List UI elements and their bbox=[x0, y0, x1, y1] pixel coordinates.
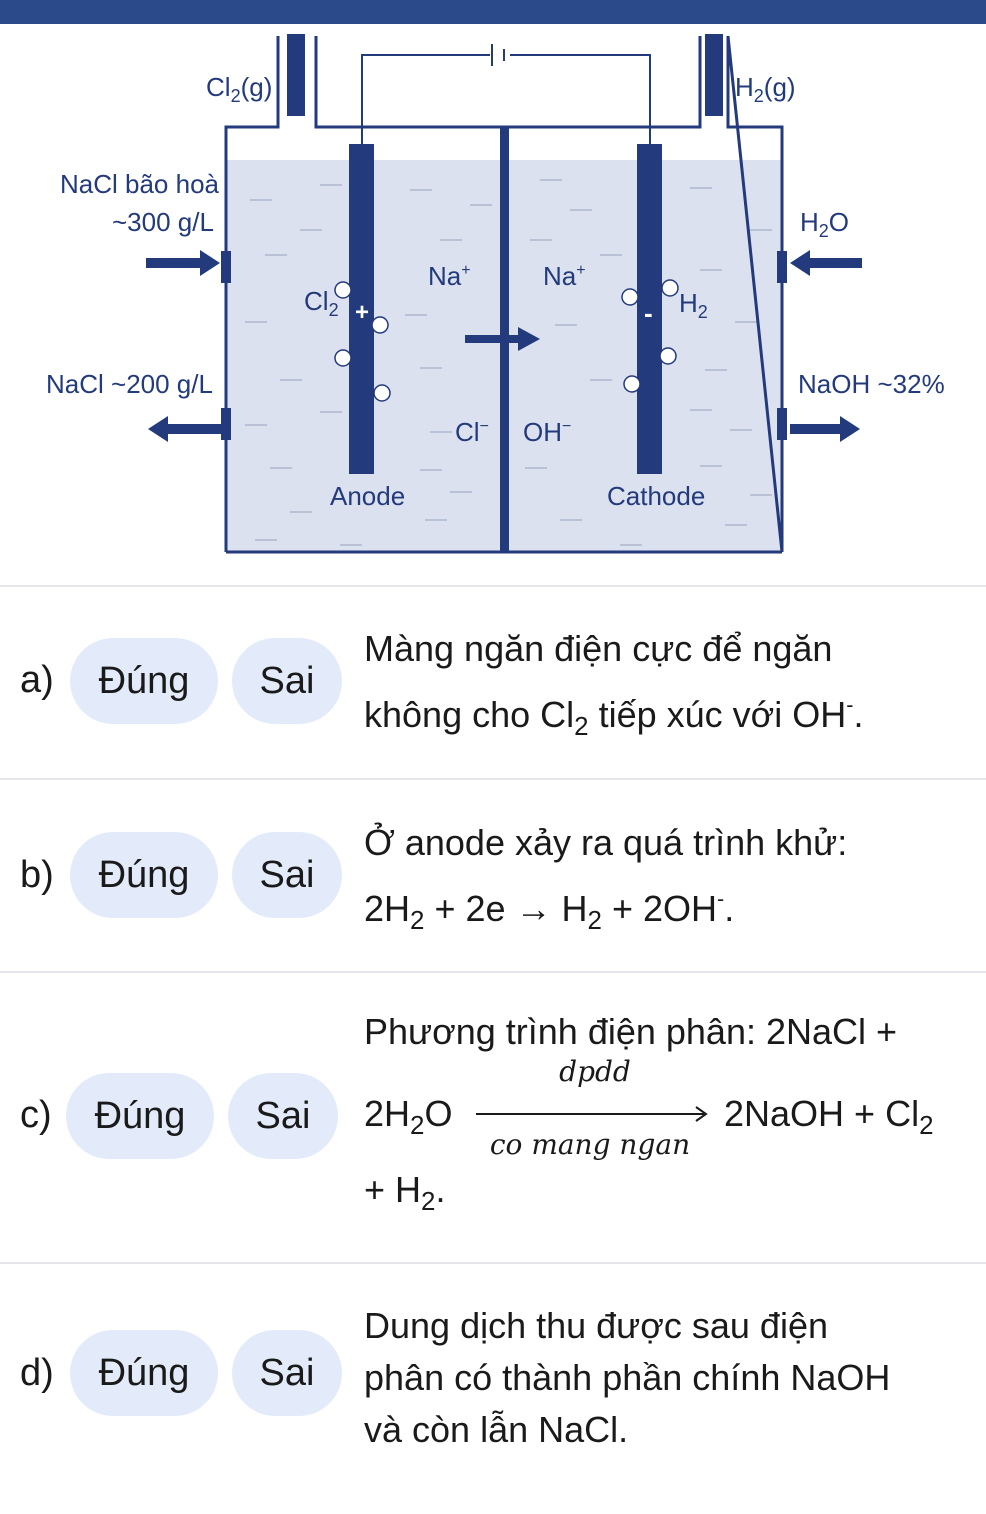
naoh-out-arrow bbox=[790, 416, 860, 442]
equation-line-3: + H2. bbox=[364, 1169, 446, 1216]
nacl-in-label-1: NaCl bão hoà bbox=[60, 169, 220, 199]
statement-line-1: Phương trình điện phân: 2NaCl + bbox=[364, 1011, 898, 1052]
cl-ion: Cl− bbox=[455, 417, 489, 447]
cl2-bubble-label: Cl2 bbox=[304, 286, 339, 320]
arrow-bottom-label: co mang ngan bbox=[490, 1128, 690, 1161]
divider bbox=[0, 971, 986, 973]
anode-label: Anode bbox=[330, 481, 405, 511]
cathode-minus-sign: - bbox=[644, 298, 653, 328]
port-left-top bbox=[221, 251, 231, 283]
anode-plus-sign: + bbox=[355, 299, 369, 326]
cl2-outlet bbox=[287, 34, 305, 116]
h2o-in-arrow bbox=[790, 250, 862, 276]
nacl-out-arrow bbox=[148, 416, 222, 442]
question-d: d) Đúng Sai Dung dịch thu được sau điện … bbox=[0, 1264, 986, 1514]
oh-ion: OH− bbox=[523, 417, 571, 447]
h2-gas-label: H2(g) bbox=[735, 72, 796, 106]
statement-text: Màng ngăn điện cực để ngăn không cho Cl2… bbox=[364, 628, 864, 741]
anode-electrode bbox=[349, 144, 374, 474]
equation-product: 2NaOH + Cl2 bbox=[724, 1093, 934, 1140]
electrolysis-cell-diagram: Cl2(g) H2(g) NaCl bão hoà ~300 g/L NaCl … bbox=[46, 34, 945, 554]
port-right-top bbox=[777, 251, 787, 283]
port-right-bottom bbox=[777, 408, 787, 440]
question-letter: d) bbox=[20, 1352, 54, 1394]
gas-bubbles bbox=[334, 279, 679, 402]
top-bar bbox=[0, 0, 986, 24]
question-a: a) Đúng Sai Màng ngăn điện cực để ngăn k… bbox=[0, 587, 986, 778]
h2-outlet bbox=[705, 34, 723, 116]
question-b: b) Đúng Sai Ở anode xảy ra quá trình khử… bbox=[0, 780, 986, 971]
divider bbox=[0, 778, 986, 780]
na-ion-right: Na+ bbox=[543, 261, 586, 291]
question-letter: c) bbox=[20, 1094, 52, 1136]
h2o-in-label: H2O bbox=[800, 207, 849, 241]
nacl-out-label: NaCl ~200 g/L bbox=[46, 369, 213, 399]
question-c: c) Đúng Sai Phương trình điện phân: 2NaC… bbox=[0, 973, 986, 1262]
h2-bubble-label: H2 bbox=[679, 288, 708, 322]
na-migration-arrow bbox=[465, 327, 540, 351]
true-button[interactable]: Đúng bbox=[66, 1073, 214, 1159]
question-letter: a) bbox=[20, 659, 54, 701]
false-button[interactable]: Sai bbox=[232, 1330, 342, 1416]
false-button[interactable]: Sai bbox=[232, 832, 342, 918]
true-button[interactable]: Đúng bbox=[70, 1330, 218, 1416]
divider bbox=[0, 585, 986, 587]
true-button[interactable]: Đúng bbox=[70, 832, 218, 918]
na-ion-left: Na+ bbox=[428, 261, 471, 291]
false-button[interactable]: Sai bbox=[228, 1073, 338, 1159]
divider bbox=[0, 1262, 986, 1264]
electrolyte-dashes bbox=[245, 179, 772, 546]
circuit-wire bbox=[361, 54, 651, 148]
statement-text: Ở anode xảy ra quá trình khử: 2H2 + 2e →… bbox=[364, 822, 848, 935]
true-button[interactable]: Đúng bbox=[70, 638, 218, 724]
statement-text: Dung dịch thu được sau điện phân có thàn… bbox=[364, 1305, 891, 1450]
equation-reactant: 2H2O bbox=[364, 1093, 453, 1140]
false-button[interactable]: Sai bbox=[232, 638, 342, 724]
nacl-in-label-2: ~300 g/L bbox=[112, 207, 214, 237]
cathode-electrode bbox=[637, 144, 662, 474]
port-left-bottom bbox=[221, 408, 231, 440]
reaction-arrow: dpdd co mang ngan bbox=[476, 1055, 708, 1161]
question-letter: b) bbox=[20, 854, 54, 896]
cl2-gas-label: Cl2(g) bbox=[206, 72, 272, 106]
nacl-in-arrow bbox=[146, 250, 220, 276]
arrow-top-label: dpdd bbox=[559, 1055, 631, 1088]
cathode-label: Cathode bbox=[607, 481, 705, 511]
naoh-out-label: NaOH ~32% bbox=[798, 369, 945, 399]
